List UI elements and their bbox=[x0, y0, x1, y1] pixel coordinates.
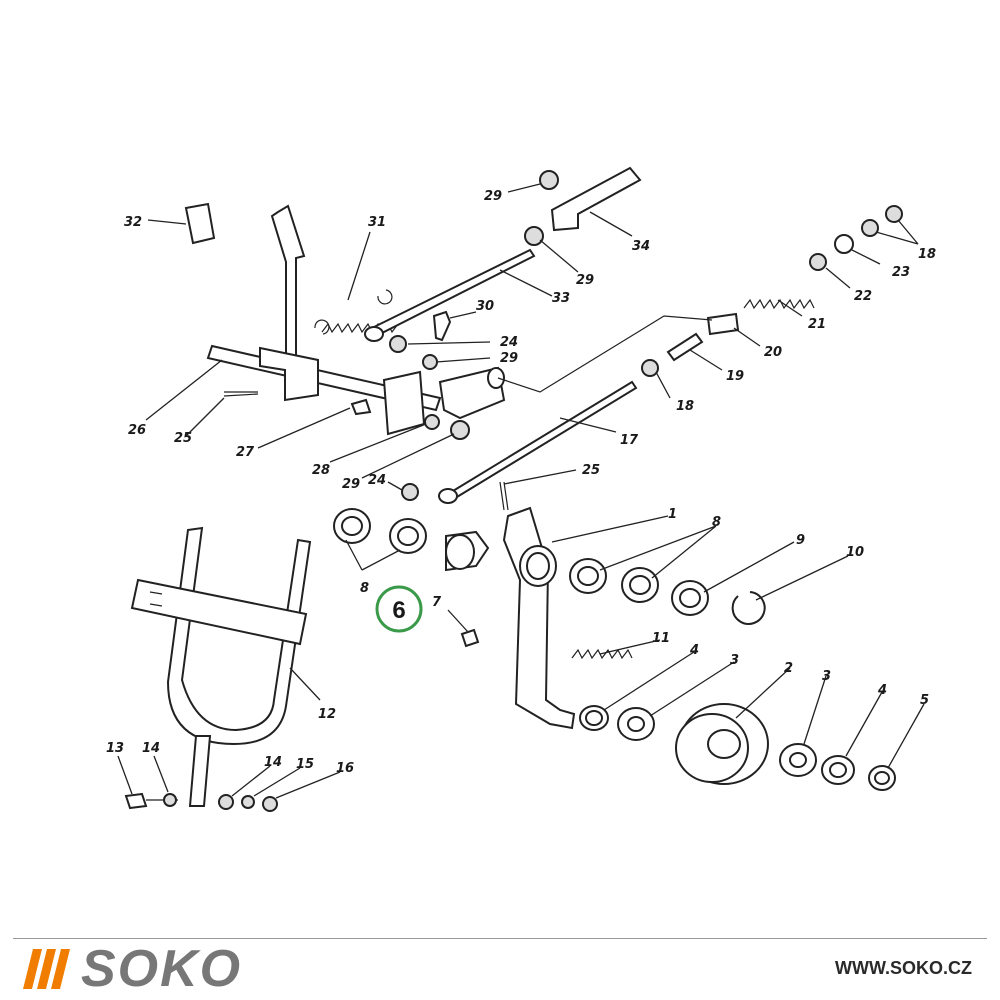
callout-22: 22 bbox=[854, 289, 872, 304]
logo-bars-icon bbox=[23, 949, 70, 989]
frame-assembly bbox=[124, 526, 312, 812]
callout-5: 5 bbox=[920, 693, 929, 708]
callout-34: 34 bbox=[632, 239, 650, 254]
callout-33: 33 bbox=[552, 291, 570, 306]
callout-24-lower: 24 bbox=[368, 473, 386, 488]
callout-25-upper: 25 bbox=[174, 431, 192, 446]
callout-29-top: 29 bbox=[484, 189, 502, 204]
callout-labels: 32 31 29 34 29 33 30 24 29 26 25 27 28 2… bbox=[106, 189, 936, 776]
callout-29-lower: 29 bbox=[342, 477, 360, 492]
callout-15: 15 bbox=[296, 757, 314, 772]
callout-26: 26 bbox=[128, 423, 146, 438]
callout-23: 23 bbox=[892, 265, 910, 280]
highlight-part-6: 6 bbox=[375, 585, 423, 633]
callout-31: 31 bbox=[368, 215, 386, 230]
callout-7: 7 bbox=[432, 595, 442, 610]
callout-20: 20 bbox=[764, 345, 782, 360]
callout-8-right: 8 bbox=[712, 515, 721, 530]
callout-24-upper: 24 bbox=[500, 335, 518, 350]
callout-2: 2 bbox=[784, 661, 793, 676]
upper-assembly bbox=[184, 166, 903, 511]
logo-text: SOKO bbox=[81, 940, 243, 998]
highlight-label: 6 bbox=[392, 597, 405, 624]
callout-12: 12 bbox=[318, 707, 336, 722]
callout-13: 13 bbox=[106, 741, 124, 756]
callout-27: 27 bbox=[236, 445, 255, 460]
callout-11: 11 bbox=[652, 631, 670, 646]
callout-29-mid: 29 bbox=[500, 351, 518, 366]
callout-32: 32 bbox=[124, 215, 142, 230]
website-url: WWW.SOKO.CZ bbox=[835, 958, 972, 978]
footer-divider bbox=[13, 938, 987, 939]
leader-lines bbox=[117, 183, 925, 799]
callout-4-left: 4 bbox=[689, 643, 699, 658]
callout-4-right: 4 bbox=[877, 683, 887, 698]
callout-3-left: 3 bbox=[730, 653, 739, 668]
callout-8-left: 8 bbox=[360, 581, 369, 596]
callout-16: 16 bbox=[336, 761, 354, 776]
callout-3-right: 3 bbox=[822, 669, 831, 684]
soko-logo: SOKO bbox=[23, 940, 243, 998]
callout-9: 9 bbox=[796, 533, 805, 548]
callout-17: 17 bbox=[620, 433, 639, 448]
callout-21: 21 bbox=[808, 317, 826, 332]
callout-10: 10 bbox=[846, 545, 864, 560]
callout-14-right: 14 bbox=[264, 755, 282, 770]
callout-25-lower: 25 bbox=[582, 463, 600, 478]
callout-19: 19 bbox=[726, 369, 744, 384]
highlight-circle bbox=[375, 585, 423, 633]
pedal-assembly bbox=[333, 506, 896, 791]
callout-1: 1 bbox=[668, 507, 677, 522]
callout-28: 28 bbox=[312, 463, 330, 478]
callout-18-mid: 18 bbox=[676, 399, 694, 414]
callout-30: 30 bbox=[476, 299, 494, 314]
callout-18-top: 18 bbox=[918, 247, 936, 262]
callout-29-upper: 29 bbox=[576, 273, 594, 288]
callout-14-left: 14 bbox=[142, 741, 160, 756]
